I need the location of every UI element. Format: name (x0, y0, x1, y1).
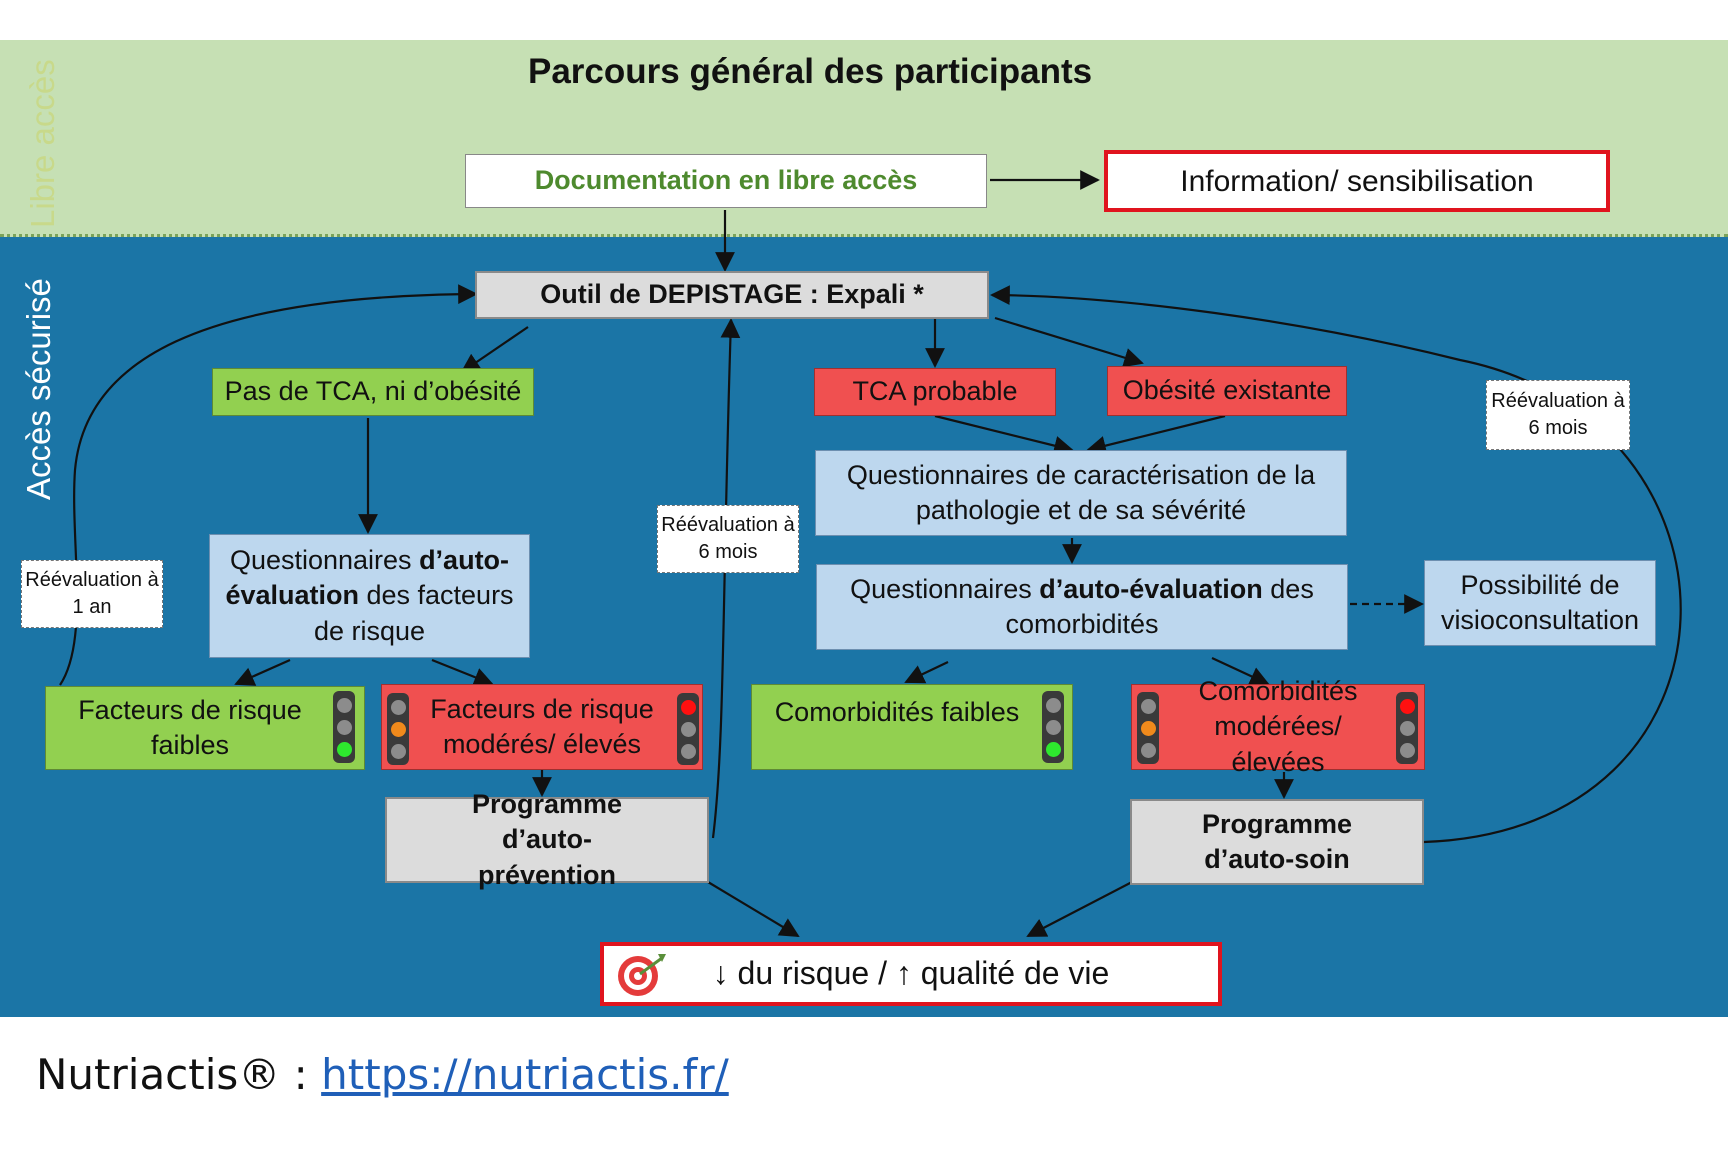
traffic-light-orange-icon (387, 693, 409, 765)
arrow-care-to-outcome (1026, 881, 1133, 937)
arrow-qcomorb-to-comorblow (904, 661, 949, 684)
outcome-box: ↓ du risque / ↑ qualité de vie (600, 942, 1222, 1006)
prevention-program-box: Programme d’auto-prévention (385, 789, 709, 890)
arrow-reeval-6-months-prevention (711, 318, 741, 839)
arrow-qrisk-to-risklow (234, 658, 291, 686)
traffic-light-green-icon (333, 691, 355, 763)
traffic-light-green-icon (1042, 691, 1064, 763)
arrow-qcomorb-to-comorbhigh (1211, 657, 1270, 686)
footer: Nutriactis® : https://nutriactis.fr/ (36, 1050, 729, 1099)
reevaluation-6-months-note-care: Réévaluation à 6 mois (1486, 380, 1630, 450)
reevaluation-1-year-note: Réévaluation à 1 an (21, 560, 163, 628)
traffic-light-red-icon (677, 693, 699, 765)
care-program-box: Programme d’auto-soin (1130, 799, 1424, 885)
traffic-light-red-icon (1396, 692, 1418, 764)
risk-questionnaire-box: Questionnaires d’auto-évaluation des fac… (209, 534, 530, 658)
information-box: Information/ sensibilisation (1104, 150, 1610, 212)
screening-box: Outil de DEPISTAGE : Expali * (475, 271, 989, 319)
diagram-title: Parcours général des participants (528, 52, 1093, 91)
arrow-prevention-to-outcome (707, 881, 800, 938)
arrow-qrisk-to-riskhigh (431, 658, 494, 687)
reevaluation-6-months-note-prevention: Réévaluation à 6 mois (657, 505, 799, 573)
obesity-box: Obésité existante (1107, 366, 1347, 416)
comorbidity-low-box: Comorbidités faibles (751, 684, 1073, 770)
traffic-light-orange-icon (1137, 692, 1159, 764)
comorbidity-high-box: Comorbidités modérées/ élevées (1131, 676, 1425, 777)
tca-probable-box: TCA probable (814, 368, 1056, 416)
nutriactis-link[interactable]: https://nutriactis.fr/ (321, 1050, 729, 1099)
target-icon (618, 954, 666, 996)
arrow-screening-to-notca (460, 326, 529, 374)
arrow-obesity-to-qpatho (1086, 414, 1226, 456)
comorbidity-questionnaire-box: Questionnaires d’auto-évaluation des com… (816, 564, 1348, 650)
no-tca-box: Pas de TCA, ni d’obésité (212, 368, 534, 416)
footer-brand: Nutriactis® : (36, 1050, 322, 1099)
visioconsultation-box: Possibilité de visioconsultation (1424, 560, 1656, 646)
documentation-box: Documentation en libre accès (465, 154, 987, 208)
arrow-screening-to-obesity (994, 316, 1144, 368)
pathology-questionnaire-box: Questionnaires de caractérisation de la … (815, 450, 1347, 536)
risk-high-box: Facteurs de risque modérés/ élevés (381, 684, 703, 770)
outcome-label: ↓ du risque / ↑ qualité de vie (712, 955, 1110, 992)
arrow-tca-to-qpatho (934, 414, 1074, 456)
risk-low-box: Facteurs de risque faibles (45, 686, 365, 770)
